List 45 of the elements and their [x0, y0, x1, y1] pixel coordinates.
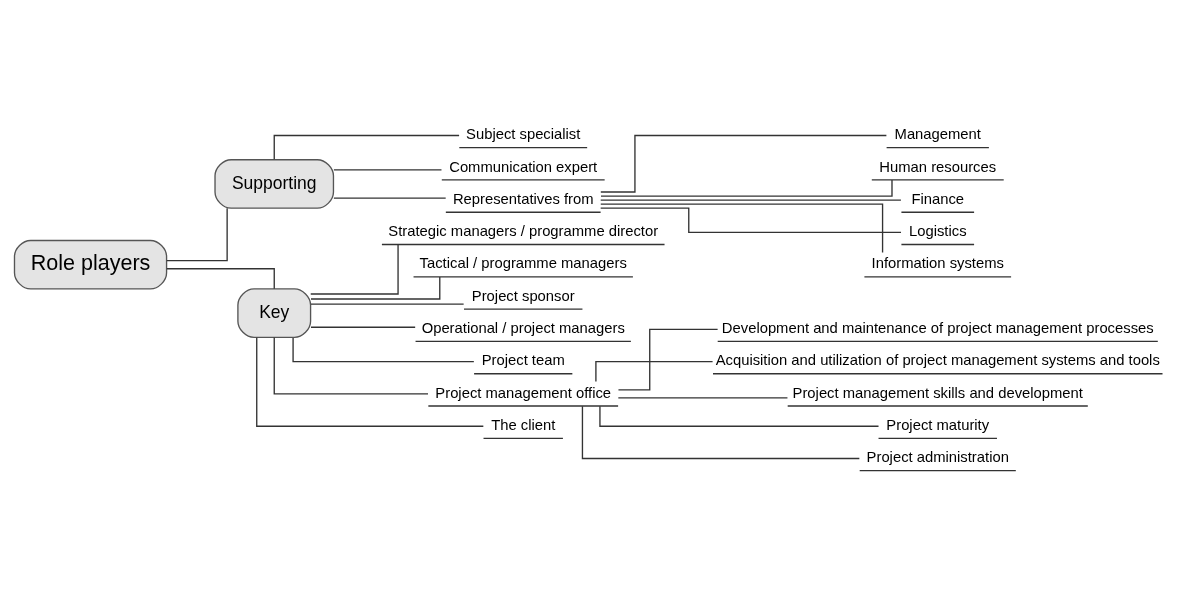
node-box: Key: [237, 288, 312, 339]
node-text: Strategic managers / programme director: [388, 223, 659, 240]
node-box: Role players: [13, 239, 168, 290]
node-text: Finance: [911, 190, 965, 207]
node-text: The client: [491, 416, 556, 433]
connector: [292, 337, 475, 363]
connector: [333, 197, 447, 199]
connector: [310, 244, 399, 295]
node-text: Tactical / programme managers: [419, 255, 627, 272]
node-text: Project management skills and development: [792, 384, 1083, 401]
node-text: Project management office: [435, 384, 612, 401]
connector: [617, 397, 789, 399]
node-text: Acquisition and utilization of project management systems and tools: [715, 352, 1160, 369]
connector: [310, 276, 441, 300]
connector: [595, 360, 714, 383]
node-text: Communication expert: [449, 158, 598, 175]
connector: [600, 199, 902, 201]
node-text: Project administration: [866, 449, 1009, 466]
node-text: Operational / project managers: [421, 320, 625, 337]
connector: [166, 268, 275, 290]
connector: [599, 405, 880, 427]
connector: [273, 134, 460, 160]
connector: [310, 326, 416, 328]
connector: [166, 207, 228, 262]
connector: [333, 169, 443, 171]
node-box: Supporting: [214, 159, 335, 209]
node-text: Representatives from: [452, 190, 594, 207]
node-text: Human resources: [879, 158, 997, 175]
node-text: Logistics: [908, 223, 967, 240]
connector: [600, 207, 902, 234]
connector: [617, 328, 719, 391]
connector: [600, 179, 893, 197]
node-text: Project maturity: [886, 416, 990, 433]
connector: [273, 336, 429, 395]
connector: [581, 405, 860, 460]
node-text: Information systems: [871, 255, 1004, 272]
connector: [600, 203, 884, 254]
connector: [310, 303, 465, 305]
node-text: Development and maintenance of project management processes: [721, 320, 1154, 337]
connector: [600, 134, 888, 193]
node-text: Subject specialist: [466, 126, 581, 143]
node-text: Project sponsor: [471, 287, 575, 304]
node-text: Project team: [481, 352, 565, 369]
node-text: Management: [894, 126, 981, 143]
connector: [256, 337, 484, 427]
